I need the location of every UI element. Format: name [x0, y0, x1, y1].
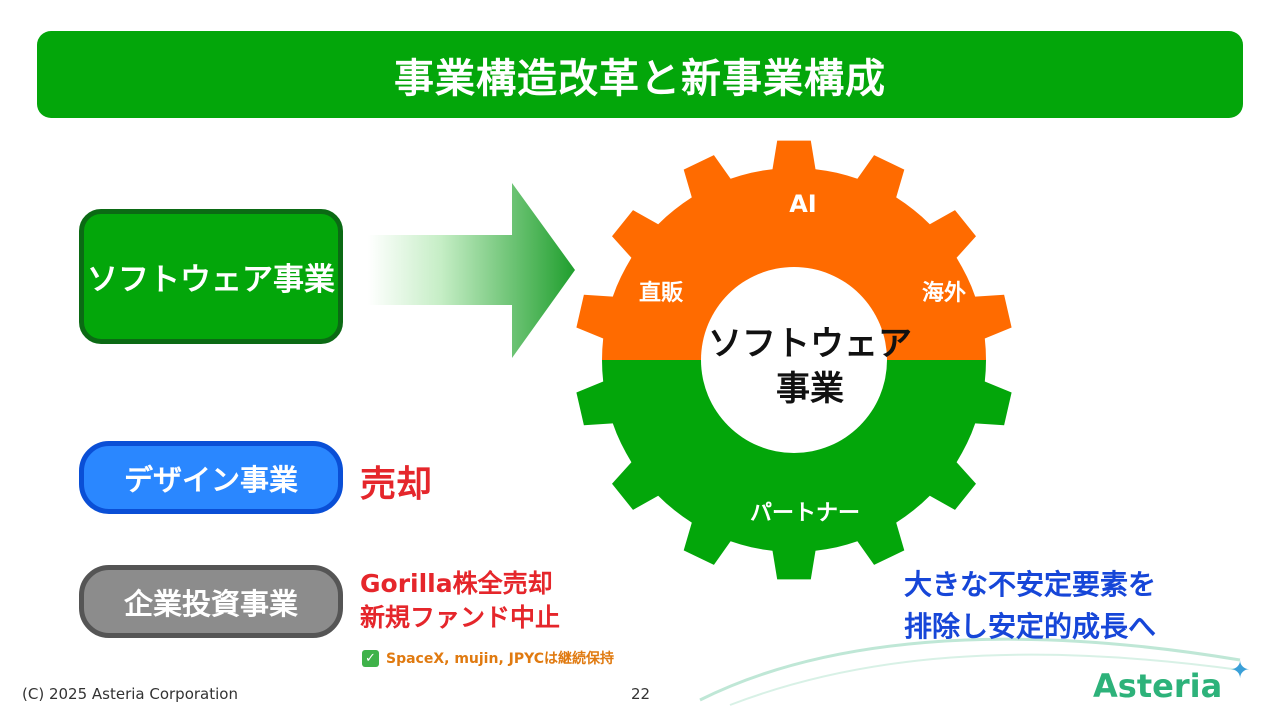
design-status: 売却 [360, 464, 433, 505]
page-number: 22 [631, 685, 651, 703]
checkmark-icon: ✓ [362, 649, 379, 667]
strategy-line-1: 大きな不安定要素を [904, 568, 1157, 601]
keep-note-text: SpaceX, mujin, JPYCは継続保持 [386, 651, 615, 667]
design-business-box: デザイン事業 [79, 441, 343, 514]
investment-note: Gorilla株全売却 新規ファンド中止 [360, 567, 560, 635]
arrow-right-icon [368, 183, 575, 358]
investment-business-label: 企業投資事業 [123, 586, 298, 621]
investment-business-box: 企業投資事業 [79, 565, 343, 638]
keep-note: ✓ SpaceX, mujin, JPYCは継続保持 [362, 648, 614, 668]
sparkle-icon: ✦ [1230, 656, 1251, 684]
gear-bottom-half [576, 360, 1012, 580]
software-business-label: ソフトウェア事業 [87, 262, 335, 298]
strategy-line-2: 排除し安定的成長へ [904, 610, 1157, 643]
gear-center-label-1: ソフトウェア [708, 324, 912, 364]
gear-right-label: 海外 [922, 280, 966, 306]
strategy-message: 大きな不安定要素を 排除し安定的成長へ [904, 564, 1156, 648]
swoosh-decoration [699, 637, 1241, 702]
swoosh-decoration-2 [729, 653, 1241, 706]
gear-left-label: 直販 [639, 280, 684, 306]
asteria-logo: Asteria [1093, 667, 1223, 705]
gear-center-label-2: 事業 [776, 369, 844, 409]
page-title: 事業構造改革と新事業構成 [394, 55, 886, 102]
gear-top-half [576, 140, 1012, 360]
gear-top-label: AI [789, 190, 817, 218]
title-bar: 事業構造改革と新事業構成 [37, 31, 1243, 118]
software-business-box: ソフトウェア事業 [79, 209, 343, 344]
investment-note-line-1: Gorilla株全売却 [360, 569, 553, 598]
investment-note-line-2: 新規ファンド中止 [360, 603, 561, 632]
copyright: (C) 2025 Asteria Corporation [22, 685, 238, 703]
design-business-label: デザイン事業 [123, 462, 298, 497]
gear-bottom-label: パートナー [750, 501, 860, 526]
gear-center-circle [701, 267, 887, 453]
